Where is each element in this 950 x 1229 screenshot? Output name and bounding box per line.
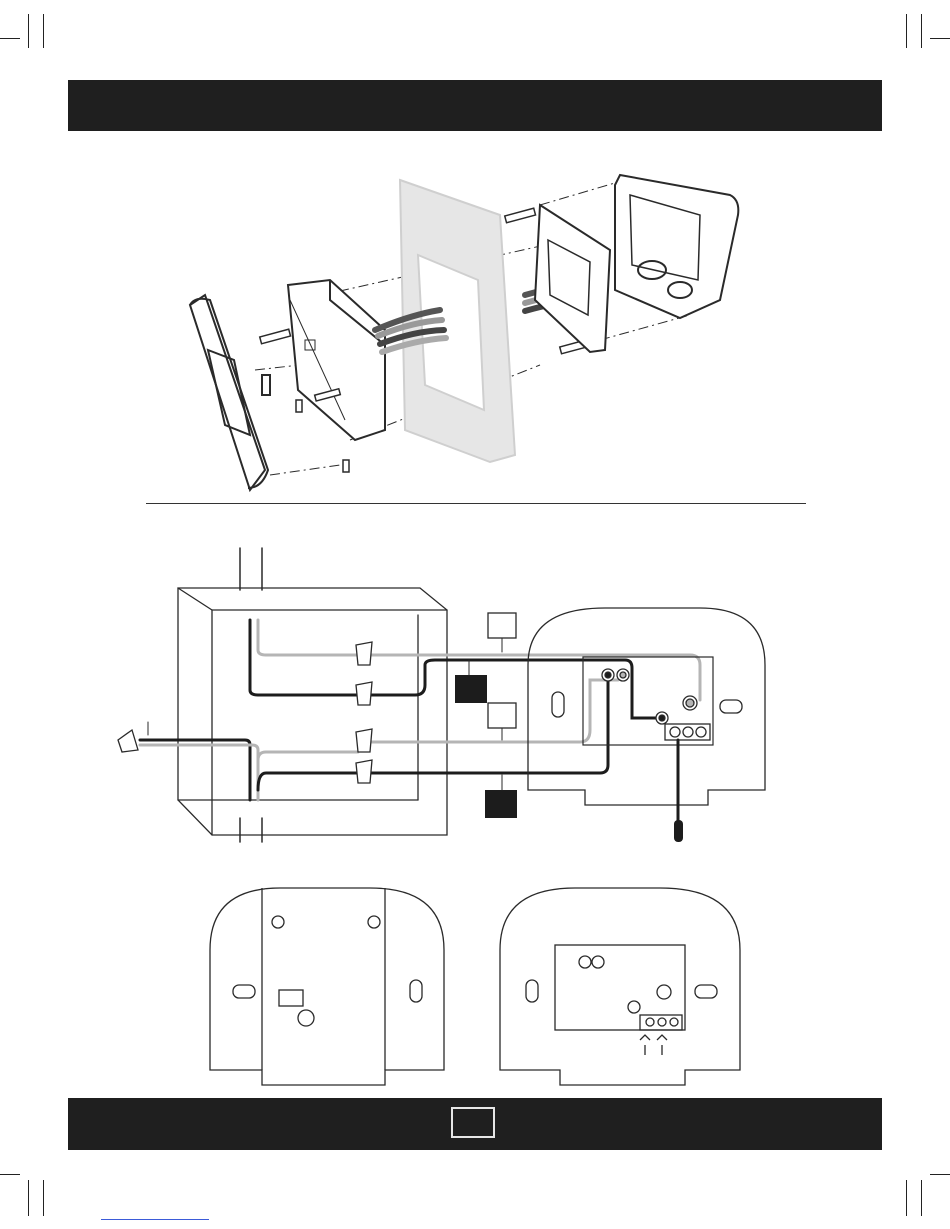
mounting-plate <box>535 205 610 352</box>
wiring-diagram <box>118 548 765 842</box>
back-plate-right <box>500 888 740 1085</box>
footer-link-underline[interactable] <box>101 1219 209 1220</box>
thermostat-cover <box>190 295 265 490</box>
exploded-view <box>190 175 738 490</box>
back-plate-left <box>210 888 444 1085</box>
section-divider <box>146 503 806 504</box>
page-number-box <box>451 1107 495 1138</box>
wire-nut-icon <box>118 642 372 783</box>
thermostat-body <box>288 280 385 440</box>
